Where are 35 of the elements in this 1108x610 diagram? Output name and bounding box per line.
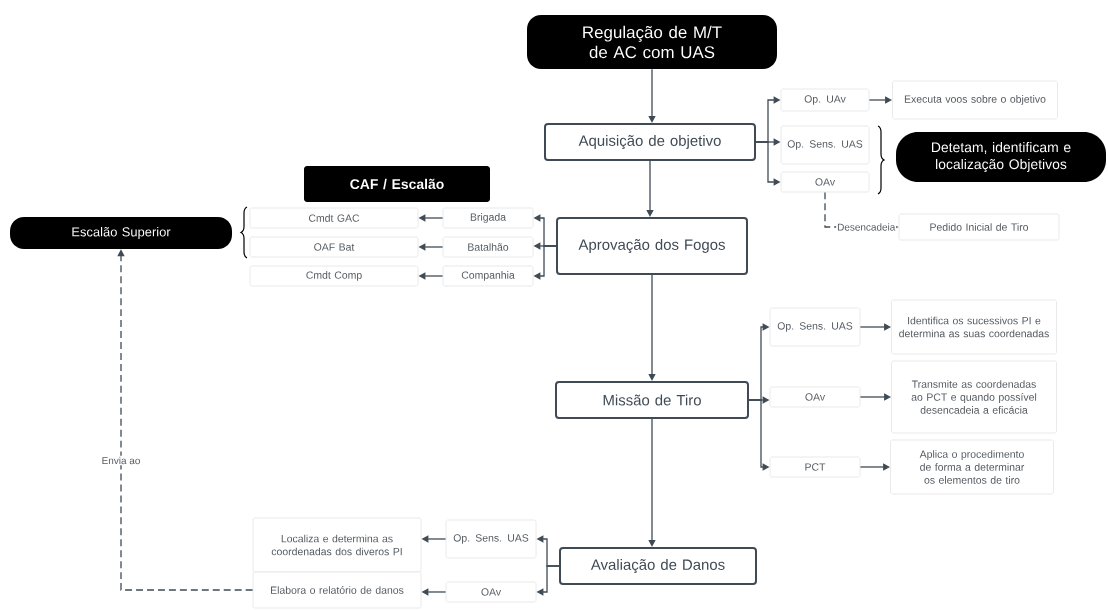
note-box: Cmdt GAC xyxy=(249,207,419,229)
callout-pill: Escalão Superior xyxy=(10,217,232,249)
note-box: Op. UAv xyxy=(780,88,870,112)
note-box: PCT xyxy=(769,456,861,478)
note-box: Identifica os sucessivos PI e determina as suas coordenadas xyxy=(891,299,1057,355)
process-box: Missão de Tiro xyxy=(555,381,749,419)
note-box: Op. Sens. UAS xyxy=(445,519,537,559)
note-box: Transmite as coordenadas ao PCT e quando possível desencadeia a eficácia xyxy=(891,360,1057,434)
edge-label: Desencadeia xyxy=(836,222,897,232)
process-box: Avaliação de Danos xyxy=(559,547,757,585)
callout-pill: Detetam, identificam e localização Objetivos xyxy=(896,132,1106,182)
process-box: Aquisição de objetivo xyxy=(544,123,756,161)
edge-label: Envia ao xyxy=(100,455,142,466)
note-box: OAv xyxy=(769,386,861,408)
note-box: Op. Sens. UAS xyxy=(780,125,870,165)
note-box: Executa voos sobre o objetivo xyxy=(892,80,1058,120)
note-box: Aplica o procedimento de forma a determinar os elementos de tiro xyxy=(890,439,1054,495)
note-box: OAF Bat xyxy=(249,236,419,258)
arrow xyxy=(648,418,656,547)
header-box: CAF / Escalão xyxy=(304,166,490,202)
arrow xyxy=(646,160,654,217)
note-box: OAv xyxy=(780,171,870,193)
note-box: Cmdt Comp xyxy=(249,265,419,287)
note-box: OAv xyxy=(445,581,537,603)
arrow xyxy=(648,68,656,123)
process-box: Aprovação dos Fogos xyxy=(556,217,748,275)
title-box: Regulação de M/T de AC com UAS xyxy=(527,15,777,69)
note-box: Batalhão xyxy=(442,236,534,258)
note-box: Companhia xyxy=(442,265,534,287)
note-box: Brigada xyxy=(442,207,534,229)
note-box: Localiza e determina as coordenadas dos diveros PI xyxy=(252,517,422,573)
note-box: Elabora o relatório de danos xyxy=(252,571,422,609)
note-box: Op. Sens. UAS xyxy=(769,307,861,347)
note-box: Pedido Inicial de Tiro xyxy=(898,213,1060,241)
arrow xyxy=(648,274,656,381)
